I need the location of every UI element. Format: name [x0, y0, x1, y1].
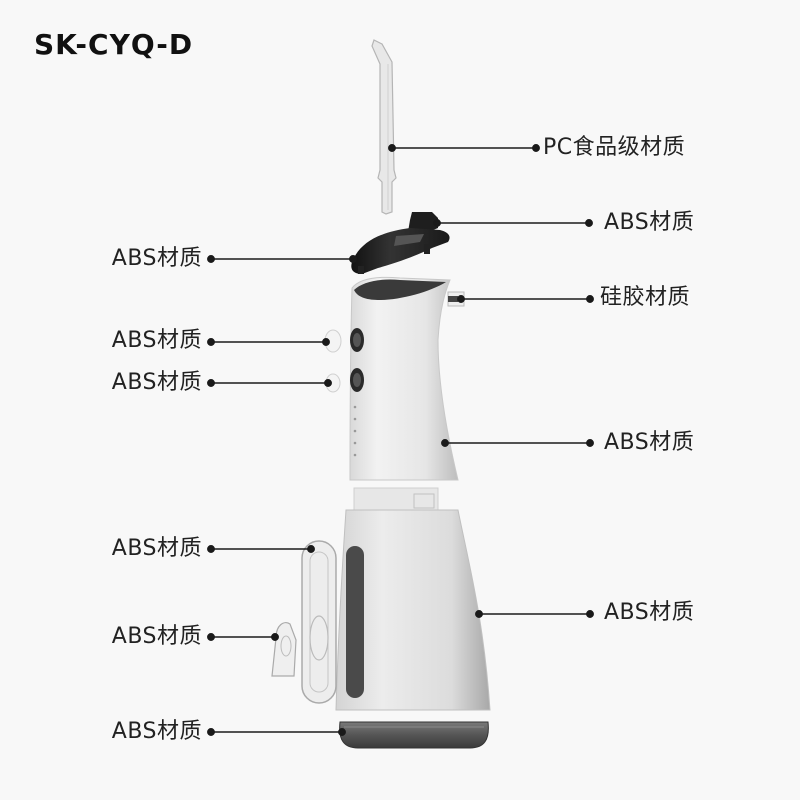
fill-port-cover — [271, 622, 297, 677]
label-power-button-cap: ABS材质 — [111, 328, 202, 353]
label-nozzle-tip: PC食品级材质 — [543, 135, 686, 160]
label-nozzle-button: ABS材质 — [604, 210, 695, 235]
label-bottom-base: ABS材质 — [111, 719, 202, 744]
label-mode-button-cap: ABS材质 — [111, 370, 202, 395]
label-fill-port-cover: ABS材质 — [111, 624, 202, 649]
label-water-tank: ABS材质 — [604, 600, 695, 625]
nozzle-tip — [371, 39, 397, 215]
nozzle-release-button — [408, 212, 438, 232]
tank-window-frame — [301, 540, 337, 704]
indicator-lights — [353, 405, 357, 457]
connector-neck — [353, 487, 439, 513]
leader-lines-left — [207, 255, 357, 736]
label-tank-window-frame: ABS材质 — [111, 536, 202, 561]
water-tank — [335, 509, 491, 711]
label-upper-body: ABS材质 — [604, 430, 695, 455]
top-lid — [351, 228, 450, 274]
product-model-title: SK-CYQ-D — [34, 28, 194, 61]
leader-lines-right — [388, 144, 594, 618]
upper-body — [349, 276, 459, 481]
label-side-seal: 硅胶材质 — [600, 285, 691, 310]
label-top-lid: ABS材质 — [111, 246, 202, 271]
bottom-base — [339, 721, 489, 749]
